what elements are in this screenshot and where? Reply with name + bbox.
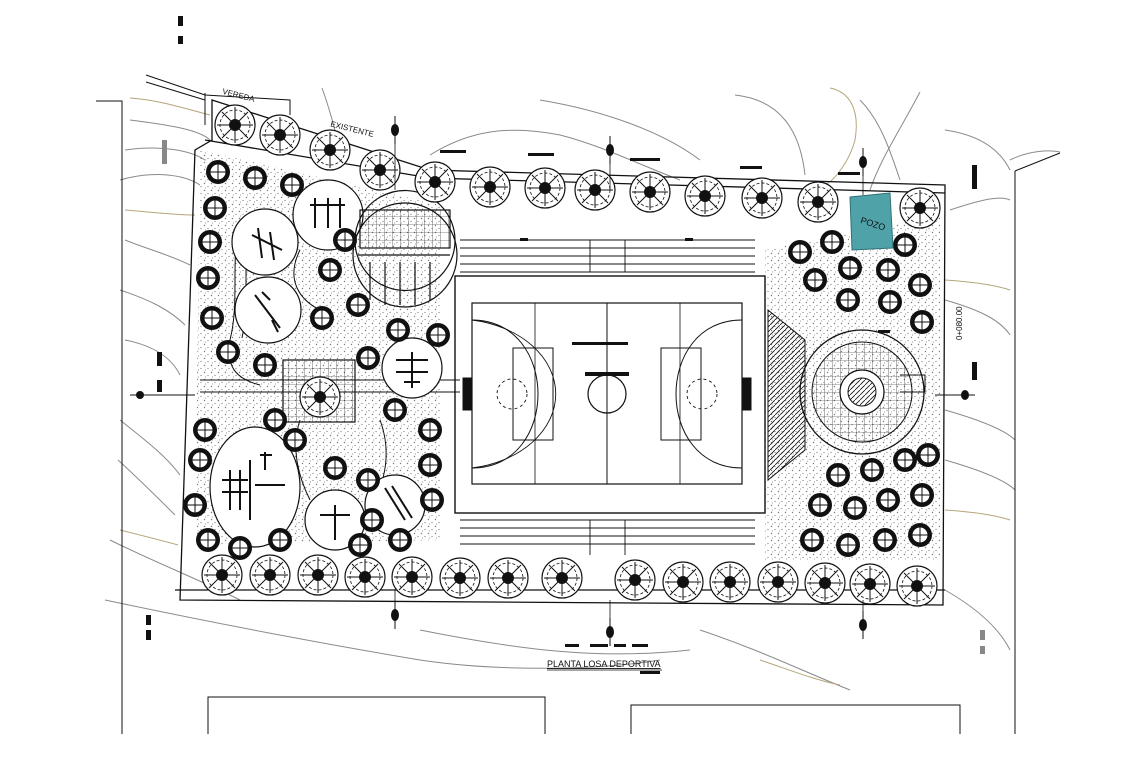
topographic-contours — [104, 87, 1061, 691]
sports-court — [454, 275, 766, 514]
pozo-well-marker: POZO — [849, 192, 894, 251]
grandstand — [767, 308, 806, 482]
tree-icon — [849, 563, 891, 605]
tree-icon — [359, 149, 401, 191]
tree-icon — [344, 556, 386, 598]
annotation-ticks — [146, 16, 985, 674]
tree-icon — [299, 376, 341, 418]
circular-plaza — [799, 329, 926, 455]
tree-icon — [201, 554, 243, 596]
tree-icon — [487, 557, 529, 599]
tree-icon — [757, 561, 799, 603]
bleacher-steps — [460, 239, 755, 555]
tree-icon — [709, 561, 751, 603]
tree-icon — [414, 161, 456, 203]
tree-icon — [899, 187, 941, 229]
drawing-title: PLANTA LOSA DEPORTIVA — [547, 659, 661, 669]
tree-icon — [629, 171, 671, 213]
tree-icon — [524, 167, 566, 209]
elevation-label: 0+080.00 — [955, 306, 964, 340]
tree-icon — [439, 557, 481, 599]
tree-icon — [896, 565, 938, 607]
property-boundaries — [96, 74, 1061, 734]
tree-icon — [469, 166, 511, 208]
tree-icon — [249, 554, 291, 596]
tree-icon — [741, 177, 783, 219]
tree-icon — [684, 175, 726, 217]
tree-icon — [541, 557, 583, 599]
tree-icon — [214, 104, 256, 146]
section-marker-icon — [130, 115, 975, 647]
contour-lines-accent — [119, 87, 1011, 686]
tree-icon — [804, 562, 846, 604]
tree-icon — [614, 559, 656, 601]
tree-icon — [797, 181, 839, 223]
tree-icon — [297, 554, 339, 596]
tree-icon — [259, 114, 301, 156]
tree-icon — [662, 561, 704, 603]
tree-icon — [574, 169, 616, 211]
tree-icon — [309, 129, 351, 171]
tree-icon — [391, 556, 433, 598]
playground-equipment-icon — [222, 198, 428, 540]
vereda-label: VEREDA — [221, 87, 256, 104]
